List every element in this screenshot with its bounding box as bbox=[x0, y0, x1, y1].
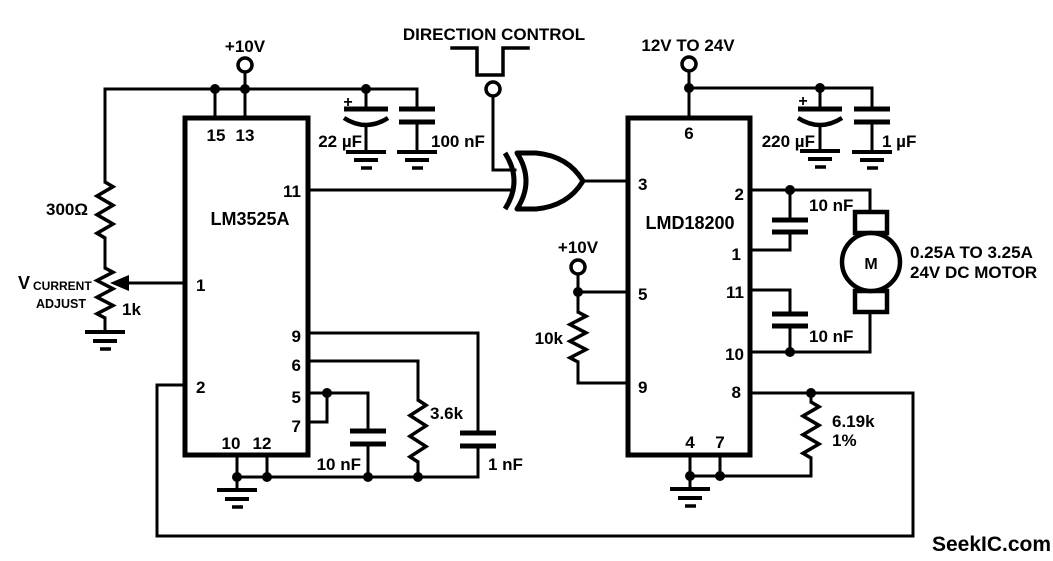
label-r6k19: 6.19k bbox=[832, 412, 875, 431]
label-direction-control: DIRECTION CONTROL bbox=[403, 25, 585, 44]
label-pot1k: 1k bbox=[122, 300, 141, 319]
terminal-direction-control bbox=[484, 80, 502, 98]
motor-brush-bottom bbox=[852, 288, 890, 315]
ic2-pin-6: 6 bbox=[684, 124, 693, 143]
resistor-6.19k bbox=[799, 400, 823, 460]
resistor-10k bbox=[566, 310, 590, 364]
ic1-pin-2: 2 bbox=[196, 378, 205, 397]
ic2-pin-7: 7 bbox=[715, 433, 724, 452]
ground-pot bbox=[85, 330, 125, 351]
label-vadj-adjust: ADJUST bbox=[36, 297, 86, 311]
label-c100nf: 100 nF bbox=[431, 132, 485, 151]
ic2-pin-8: 8 bbox=[732, 383, 741, 402]
junction-dots bbox=[210, 83, 825, 482]
label-c220uf: 220 µF bbox=[762, 132, 815, 151]
label-c1uf: 1 µF bbox=[882, 132, 916, 151]
terminal-12v-24v bbox=[680, 55, 698, 73]
ground-ic2 bbox=[670, 487, 710, 508]
terminal-10v-mid bbox=[569, 258, 587, 276]
plus-sign-c220uf: + bbox=[798, 93, 807, 110]
label-c10nf-left: 10 nF bbox=[317, 455, 361, 474]
label-supply-10v-left: +10V bbox=[225, 37, 266, 56]
watermark: SeekIC.com bbox=[932, 533, 1051, 556]
ic1-pin-11: 11 bbox=[283, 182, 301, 201]
capacitor-1nf bbox=[460, 430, 496, 449]
ground-ic1 bbox=[217, 488, 257, 509]
label-c10nf-bottom: 10 nF bbox=[809, 327, 853, 346]
ground-c22uf bbox=[346, 150, 386, 170]
ic2-pin-11: 11 bbox=[726, 283, 744, 302]
label-c22uf: 22 µF bbox=[318, 132, 362, 151]
label-r10k: 10k bbox=[535, 329, 564, 348]
motor-body bbox=[839, 230, 903, 294]
capacitor-22uf bbox=[342, 106, 390, 128]
ic2-pin-10: 10 bbox=[725, 345, 744, 364]
labels: +10V DIRECTION CONTROL 12V TO 24V +10V 2… bbox=[18, 25, 1051, 556]
ic1-pin-1: 1 bbox=[196, 276, 205, 295]
motor-brush-top bbox=[852, 209, 890, 236]
capacitor-10nf-bottom bbox=[772, 311, 808, 329]
label-vadj-v: V bbox=[18, 273, 30, 293]
terminals bbox=[236, 55, 698, 276]
ic1-pin-10: 10 bbox=[222, 434, 241, 453]
ic1-pin-7: 7 bbox=[292, 417, 301, 436]
wiper-arrow-icon bbox=[110, 275, 129, 291]
ic2-pin-2: 2 bbox=[735, 185, 744, 204]
potentiometer-1k bbox=[93, 266, 129, 320]
ic1-pin-9: 9 bbox=[292, 327, 301, 346]
label-c1nf: 1 nF bbox=[488, 455, 523, 474]
xor-gate-icon bbox=[502, 150, 586, 212]
ic2-pin-3: 3 bbox=[638, 175, 647, 194]
capacitor-10nf-left bbox=[350, 428, 386, 447]
ic-lmd18200-box bbox=[625, 115, 753, 458]
ic2-pin-4: 4 bbox=[685, 433, 695, 452]
ic2-pin-5: 5 bbox=[638, 285, 647, 304]
ic2-pin-9: 9 bbox=[638, 378, 647, 397]
ground-c1uf bbox=[852, 150, 892, 170]
label-r6k19-tolerance: 1% bbox=[832, 431, 857, 450]
terminal-10v-left bbox=[236, 56, 254, 74]
motor-spec-line2: 24V DC MOTOR bbox=[910, 263, 1037, 282]
ground-c100nf bbox=[397, 150, 437, 170]
capacitor-220uf bbox=[796, 106, 844, 128]
resistor-3.6k bbox=[406, 398, 430, 464]
motor-spec-line1: 0.25A TO 3.25A bbox=[910, 243, 1033, 262]
ic1-pin-13: 13 bbox=[236, 126, 255, 145]
label-r3k6: 3.6k bbox=[430, 404, 464, 423]
capacitor-1uf bbox=[854, 106, 890, 125]
capacitor-100nf bbox=[399, 106, 435, 125]
capacitor-10nf-top bbox=[772, 217, 808, 235]
label-r300: 300Ω bbox=[46, 200, 88, 219]
label-vadj-current: CURRENT bbox=[33, 279, 92, 293]
motor-m-label: M bbox=[864, 256, 877, 273]
direction-pulse-waveform-icon bbox=[450, 46, 530, 77]
label-supply-12v-24v: 12V TO 24V bbox=[641, 36, 735, 55]
label-c10nf-top: 10 nF bbox=[809, 196, 853, 215]
ic-lm3525a-box bbox=[182, 115, 311, 458]
ic2-pin-1: 1 bbox=[732, 245, 741, 264]
label-supply-10v-mid: +10V bbox=[558, 238, 599, 257]
ic1-pin-5: 5 bbox=[292, 388, 301, 407]
ic1-pin-12: 12 bbox=[253, 434, 272, 453]
dc-motor-icon bbox=[839, 209, 903, 315]
ground-c220uf bbox=[800, 149, 840, 169]
plus-sign-c22uf: + bbox=[343, 94, 352, 111]
ic1-name: LM3525A bbox=[210, 209, 289, 229]
ic2-name: LMD18200 bbox=[645, 213, 734, 233]
resistor-300ohm bbox=[93, 180, 117, 240]
ic1-pin-6: 6 bbox=[292, 356, 301, 375]
ic1-pin-15: 15 bbox=[207, 126, 226, 145]
